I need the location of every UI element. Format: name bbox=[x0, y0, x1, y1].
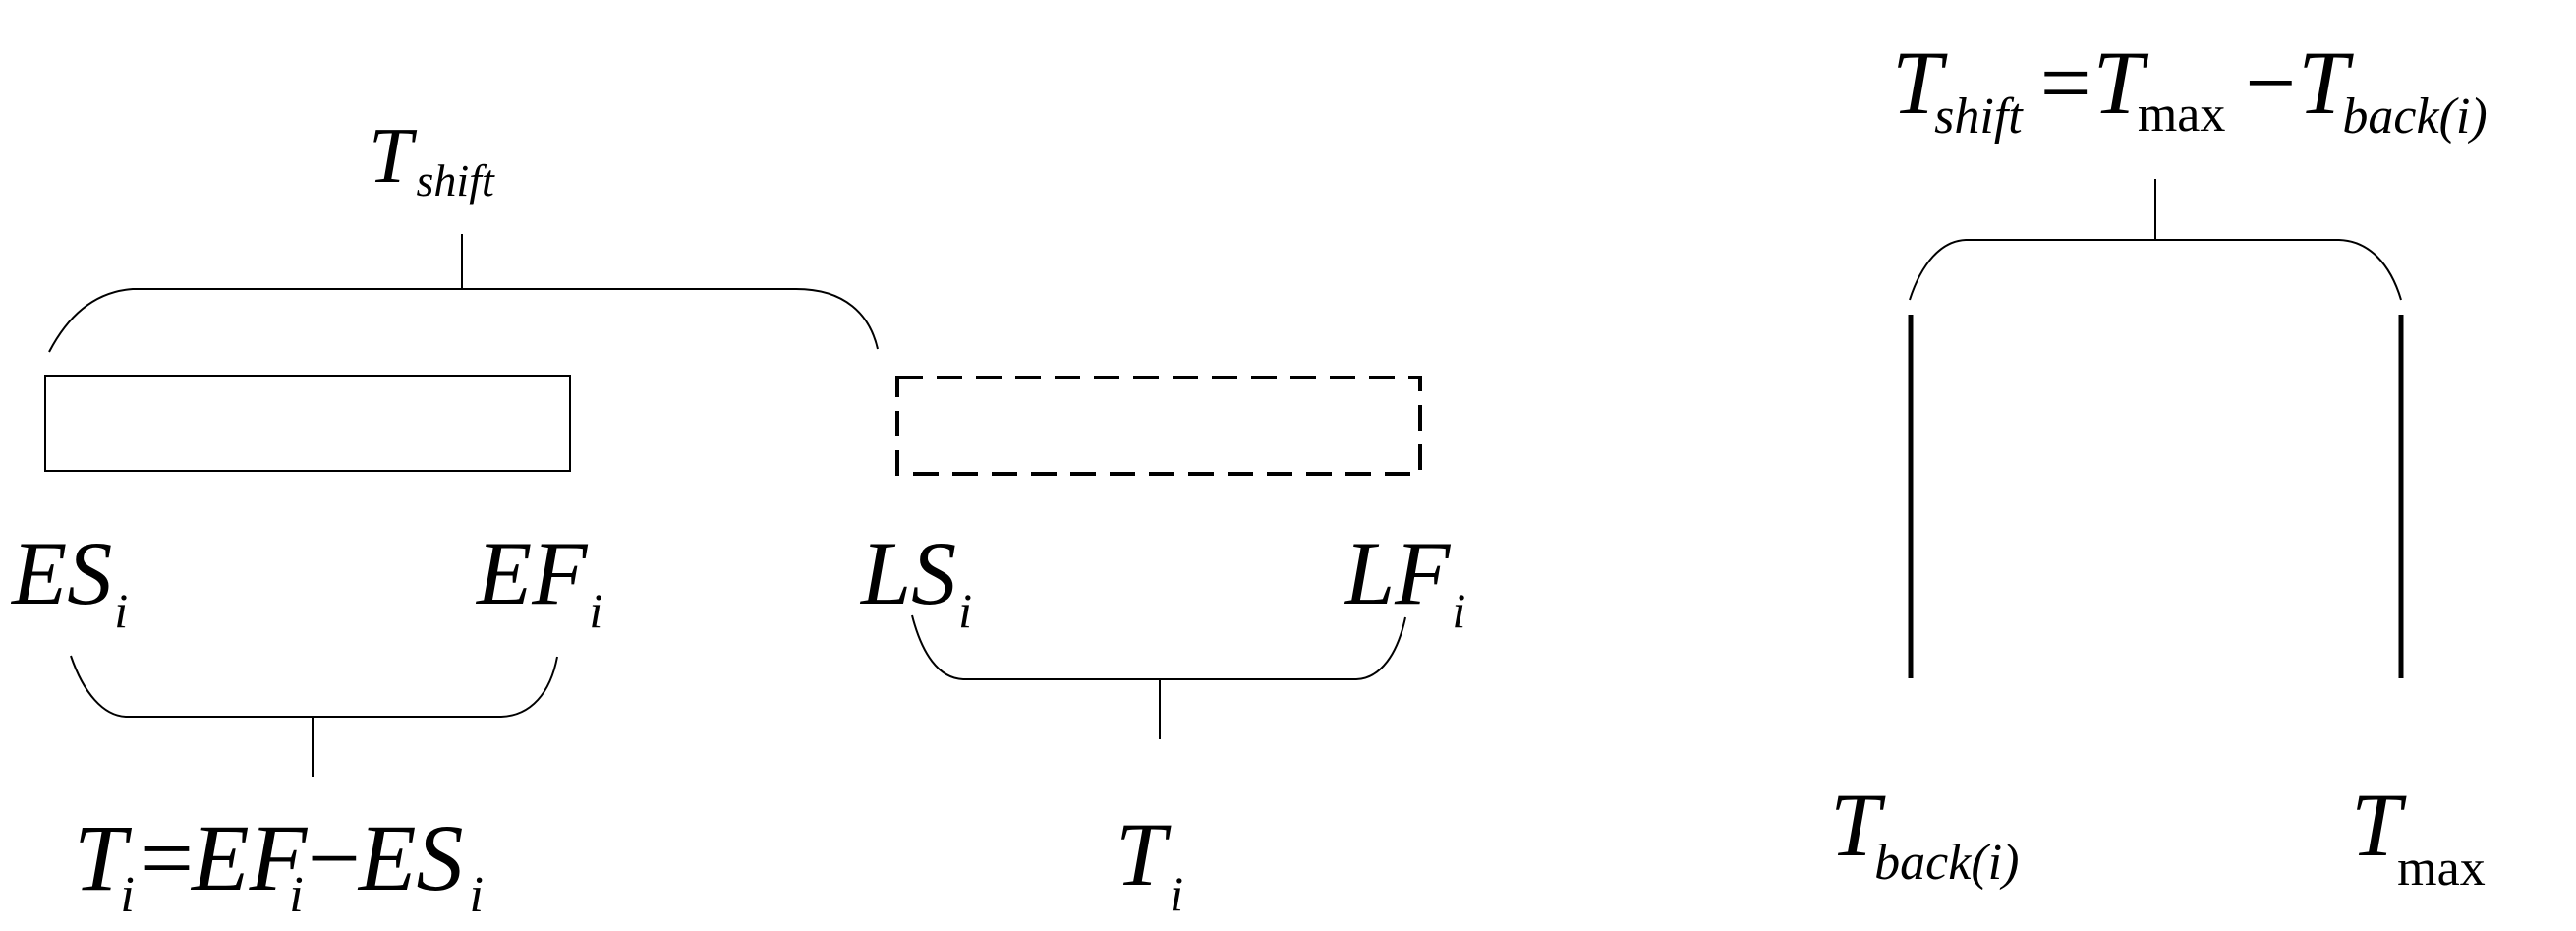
ef-label: EFi bbox=[475, 523, 602, 638]
lf-label: LFi bbox=[1343, 523, 1465, 638]
max-time-label: Tmax bbox=[2351, 775, 2486, 897]
late-duration-brace bbox=[911, 614, 1406, 680]
early-duration-brace bbox=[70, 655, 558, 718]
early-activity-bar bbox=[44, 375, 571, 472]
es-label: ESi bbox=[10, 523, 128, 638]
shift-brace bbox=[48, 288, 879, 353]
back-time-label: Tback(i) bbox=[1830, 775, 2019, 891]
shift-formula: Tshift=Tmax−Tback(i) bbox=[1892, 32, 2488, 145]
ls-label: LSi bbox=[859, 523, 972, 638]
late-activity-bar bbox=[895, 376, 1422, 476]
right-brace bbox=[1909, 239, 2402, 301]
duration-label: Ti bbox=[1116, 804, 1183, 921]
shift-label: Tshift bbox=[369, 113, 495, 205]
